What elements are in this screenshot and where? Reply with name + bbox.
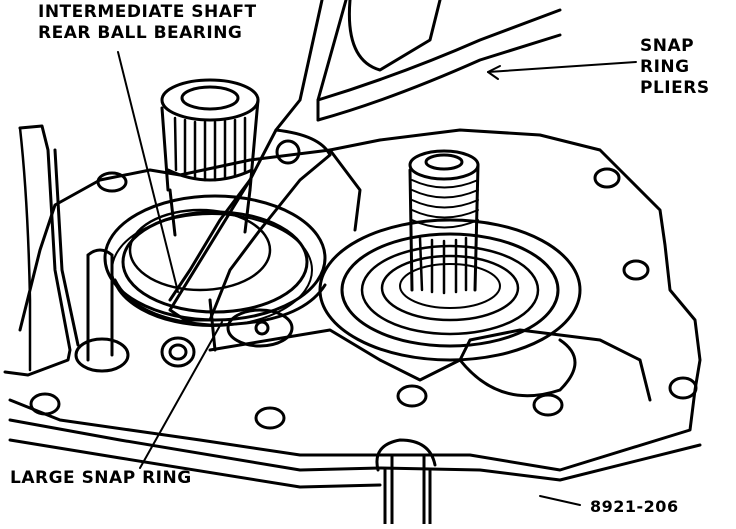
case-hole — [254, 406, 286, 430]
label-line: RING — [640, 57, 690, 77]
bolt-head — [254, 320, 270, 336]
case-front-edge — [8, 418, 702, 482]
snap-ring-tab — [226, 308, 294, 348]
intermediate-shaft-assembly — [103, 78, 327, 327]
case-hole — [29, 392, 61, 416]
shift-rail-pin — [86, 248, 114, 362]
leader-pliers — [487, 61, 637, 73]
bolt-head — [168, 343, 188, 361]
leader-pliers-arrow — [487, 65, 501, 80]
case-hole — [532, 393, 564, 417]
label-large-snap-ring: LARGE SNAP RING — [10, 468, 192, 489]
label-line: LARGE SNAP RING — [10, 468, 192, 488]
label-line: REAR BALL BEARING — [38, 23, 243, 43]
leader-fig — [539, 495, 581, 506]
label-line: SNAP — [640, 36, 695, 56]
case-rib — [458, 338, 577, 398]
case-hole — [593, 167, 621, 189]
snap-ring-pliers — [168, 0, 562, 322]
case-hole — [622, 259, 650, 281]
label-line: INTERMEDIATE SHAFT — [38, 2, 257, 22]
figure-number: 8921-206 — [590, 496, 679, 517]
case-hole — [396, 384, 428, 408]
shift-bracket — [18, 126, 32, 372]
leader-snap-ring — [139, 321, 223, 469]
case-rib — [328, 148, 362, 232]
bolt-head — [160, 336, 196, 368]
case-outline — [8, 128, 702, 472]
case-hole — [96, 171, 128, 193]
output-stub — [375, 438, 437, 526]
shift-bracket — [3, 124, 80, 377]
mainshaft-assembly — [318, 149, 582, 362]
label-snap-ring-pliers: SNAP RING PLIERS — [640, 36, 710, 99]
label-line: PLIERS — [640, 78, 710, 98]
label-line: 8921-206 — [590, 497, 679, 516]
case-lower-flange — [8, 438, 382, 489]
leader-bearing — [117, 51, 179, 293]
case-hole — [668, 376, 698, 400]
case-rib — [208, 328, 652, 402]
label-intermediate-shaft-rear-ball-bearing: INTERMEDIATE SHAFT REAR BALL BEARING — [38, 2, 257, 44]
shift-rail-pin-base — [74, 337, 130, 373]
